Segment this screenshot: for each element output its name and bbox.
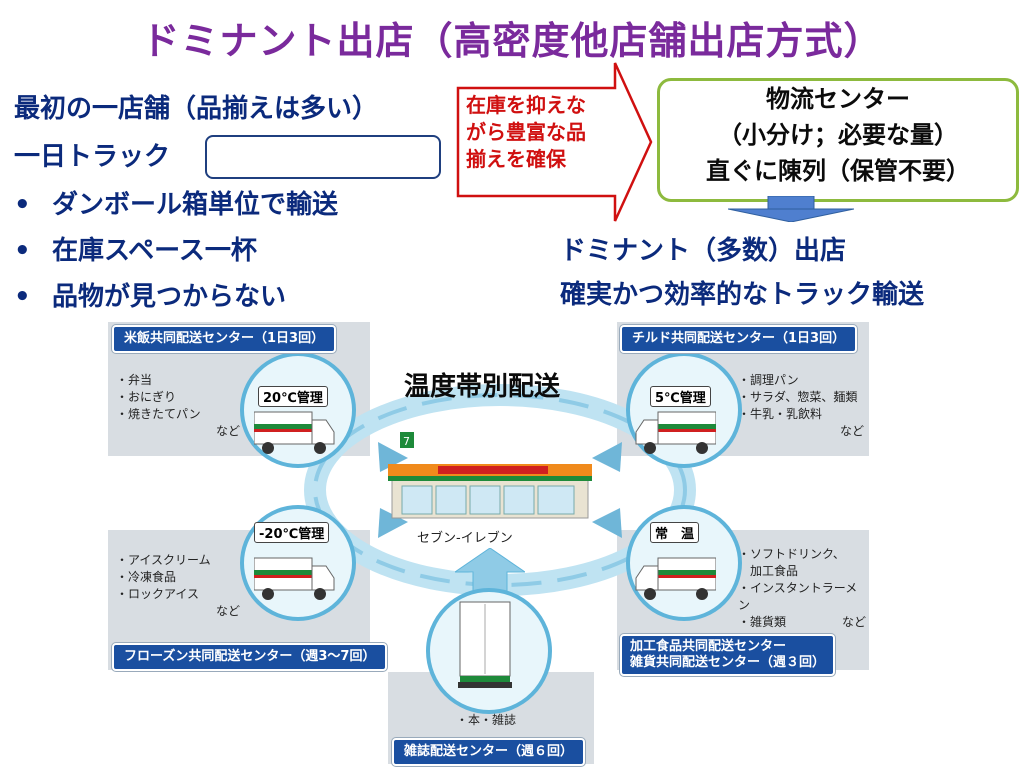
item-text: ・ロックアイス	[116, 587, 200, 601]
rice-center-label: 米飯共同配送センター（1日3回）	[112, 325, 337, 353]
up-arrow-icon	[455, 548, 525, 592]
page-title: ドミナント出店（高密度他店舗出店方式）	[141, 19, 883, 63]
truck-count-box	[205, 135, 441, 179]
ambient-items: ・ソフトドリンク、 加工食品 ・インスタントラーメン ・雑貨類 など	[738, 546, 866, 631]
item-etc: など	[839, 424, 864, 438]
down-arrow-icon	[728, 196, 854, 222]
bullet-item: • ダンボール箱単位で輸送	[14, 184, 338, 221]
item-text: ・焼きたてパン	[116, 407, 201, 421]
dominant-line-2: 確実かつ効率的なトラック輸送	[560, 280, 925, 310]
frozen-items: ・アイスクリーム ・冷凍食品 ・ロックアイス など	[116, 552, 240, 620]
bullet-text: ダンボール箱単位で輸送	[52, 190, 339, 220]
item-text: ・調理パン	[738, 373, 799, 387]
item-etc: など	[841, 615, 866, 629]
intro-line-first-store: 最初の一店舗（品揃えは多い）	[14, 94, 379, 124]
svg-text:7: 7	[403, 435, 410, 448]
callout-text: 在庫を抑えな がら豊富な品 揃えを確保	[466, 92, 586, 173]
ambient-label-suffix: （週３回）	[760, 655, 826, 670]
truck-rear-icon	[458, 601, 512, 688]
truck-icon	[635, 557, 716, 600]
chilled-items: ・調理パン ・サラダ、惣菜、麺類 ・牛乳・乳飲料 など	[738, 372, 864, 440]
bullet-icon: •	[14, 236, 31, 266]
bullet-item: • 品物が見つからない	[14, 276, 286, 313]
chilled-circle	[626, 352, 742, 468]
item-text: ・おにぎり	[116, 390, 177, 404]
distribution-center-box: 物流センター （小分け；必要な量） 直ぐに陳列（保管不要）	[657, 78, 1019, 202]
magazine-center-label: 雑誌配送センター（週６回）	[392, 738, 586, 766]
store-label: セブン-イレブン	[417, 531, 513, 546]
callout-arrow-shape	[456, 62, 653, 222]
bullet-text: 品物が見つからない	[52, 282, 287, 312]
bullet-item: • 在庫スペース一杯	[14, 230, 257, 267]
temp-label: 20℃管理	[258, 386, 328, 407]
item-etc: など	[215, 424, 240, 438]
dominant-line-1: ドミナント（多数）出店	[560, 236, 847, 266]
bullet-icon: •	[14, 190, 31, 220]
truck-icon	[254, 411, 335, 454]
center-box-line: 物流センター	[766, 85, 910, 113]
ambient-label-line: 加工食品共同配送センター	[630, 639, 787, 654]
truck-icon	[254, 557, 335, 600]
item-text: ・牛乳・乳飲料	[738, 407, 823, 421]
item-text: 加工食品	[738, 564, 799, 578]
item-text: ・ソフトドリンク、	[738, 547, 845, 561]
item-text: ・インスタントラーメン	[738, 581, 858, 612]
item-text: ・サラダ、惣菜、麺類	[738, 390, 858, 404]
item-text: ・冷凍食品	[116, 570, 177, 584]
rice-items: ・弁当 ・おにぎり ・焼きたてパン など	[116, 372, 240, 440]
item-text: ・雑貨類	[738, 615, 787, 629]
item-text: ・本・雑誌	[456, 713, 517, 727]
callout-line: 揃えを確保	[466, 147, 566, 171]
magazine-items: ・本・雑誌	[456, 712, 516, 729]
callout-line: がら豊富な品	[466, 120, 586, 144]
temp-label: -20℃管理	[254, 522, 330, 543]
center-box-line: 直ぐに陳列（保管不要）	[706, 157, 970, 185]
truck-icon	[635, 411, 716, 454]
chilled-center-label: チルド共同配送センター（1日3回）	[620, 325, 858, 353]
store-building-icon: 7	[388, 432, 592, 519]
item-text: ・アイスクリーム	[116, 553, 211, 567]
bullet-icon: •	[14, 282, 31, 312]
item-etc: など	[215, 604, 240, 618]
frozen-center-label: フローズン共同配送センター（週3〜7回）	[112, 643, 388, 671]
rice-circle	[240, 352, 356, 468]
temp-label: 5℃管理	[650, 386, 711, 407]
intro-line-truck: 一日トラック	[14, 142, 171, 172]
ambient-center-label: 加工食品共同配送センター 雑貨共同配送センター（週３回）	[620, 634, 836, 676]
temp-label: 常 温	[650, 522, 700, 543]
center-box-line: （小分け；必要な量）	[718, 121, 958, 149]
bullet-text: 在庫スペース一杯	[52, 236, 257, 266]
callout-line: 在庫を抑えな	[466, 93, 586, 117]
item-text: ・弁当	[116, 373, 153, 387]
ambient-label-line: 雑貨共同配送センター	[630, 655, 761, 670]
center-label: 温度帯別配送	[404, 372, 561, 402]
